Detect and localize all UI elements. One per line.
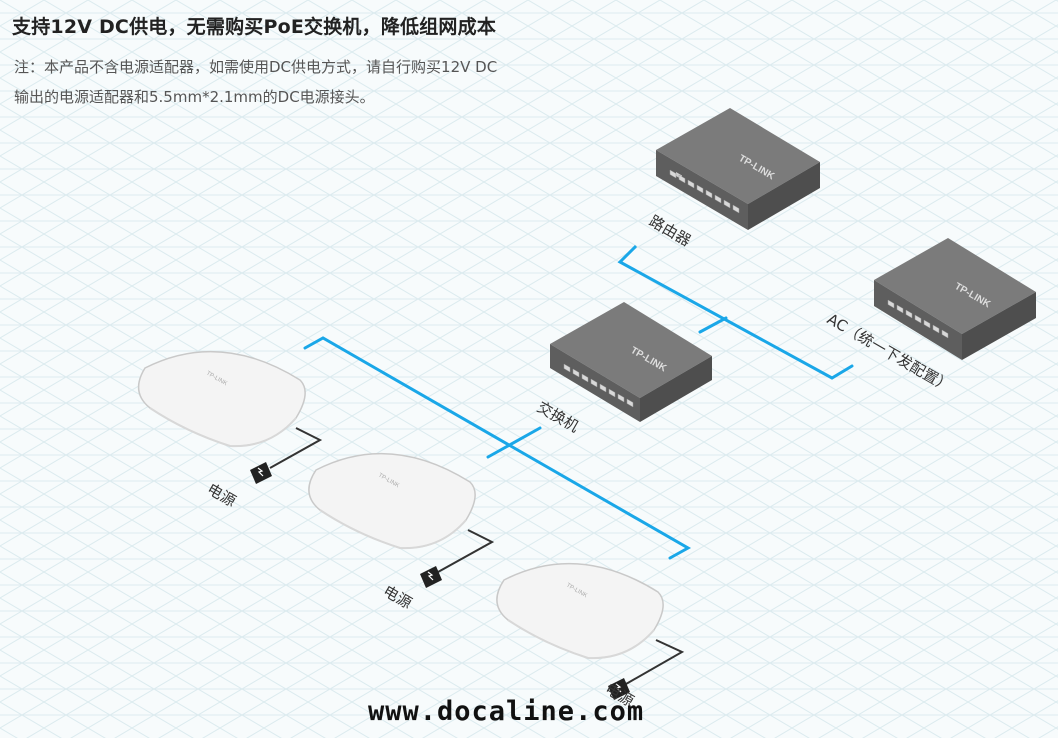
power-cords: [269, 427, 685, 685]
note-line-1: 注：本产品不含电源适配器，如需使用DC供电方式，请自行购买12V DC: [14, 58, 498, 76]
power-plug-icon: [420, 566, 442, 588]
router-device: TP-LINK 路由器: [646, 108, 820, 250]
note-line-2: 输出的电源适配器和5.5mm*2.1mm的DC电源接头。: [14, 88, 375, 106]
power-plug-icon: [250, 462, 272, 484]
power-plug-icon: [608, 678, 630, 700]
device-ports: [563, 169, 949, 408]
access-point-3: TP-LINK: [496, 562, 664, 660]
cable-router-ac: [617, 244, 854, 380]
page-title: 支持12V DC供电，无需购买PoE交换机，降低组网成本: [12, 16, 497, 38]
watermark: www.docaline.com: [368, 696, 645, 727]
cable-switch-bus: [486, 426, 542, 459]
network-cables: [303, 244, 854, 560]
access-point-2: TP-LINK: [308, 452, 476, 550]
cable-trunk-switch: [698, 316, 728, 334]
cable-ap-bus: [303, 336, 692, 560]
access-point-1: TP-LINK: [137, 350, 306, 448]
